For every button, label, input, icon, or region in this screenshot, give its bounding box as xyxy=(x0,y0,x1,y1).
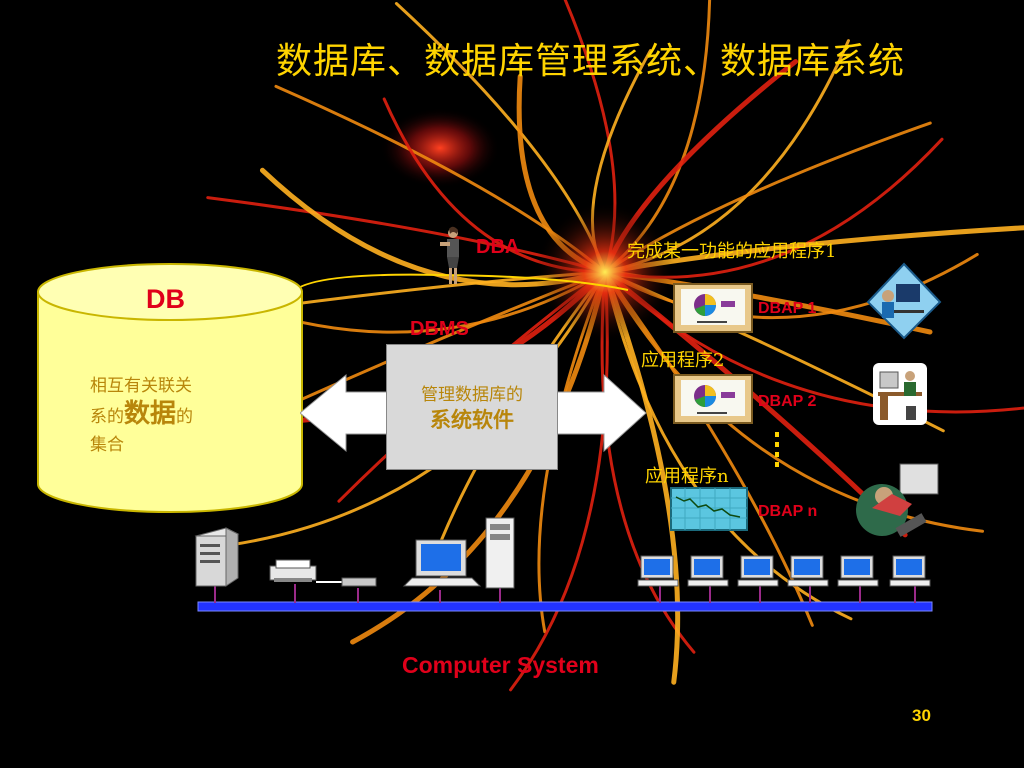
db-desc-line3: 集合 xyxy=(90,435,124,455)
line-chart-icon xyxy=(670,487,748,531)
tower-server-icon xyxy=(194,527,240,587)
dbms-box xyxy=(386,344,558,470)
db-desc-line2: 系的数据的 xyxy=(90,400,240,431)
client-pc-icon xyxy=(837,555,879,587)
desktop-pc-icon xyxy=(485,517,515,589)
dbms-text-line1: 管理数据库的 xyxy=(421,385,523,405)
monitor-pie-chart-icon xyxy=(673,283,753,333)
db-desc-suffix: 的 xyxy=(176,407,194,427)
database-cylinder-icon xyxy=(37,263,303,513)
app2-label: 应用程序2 xyxy=(641,350,725,371)
dbms-label: DBMS xyxy=(410,318,469,340)
network-bus xyxy=(197,601,933,612)
network-device-icon xyxy=(341,577,377,587)
dbap1-label: DBAP 1 xyxy=(758,300,817,317)
workstation-icon xyxy=(402,539,482,587)
typist-icon xyxy=(856,463,939,537)
page-number: 30 xyxy=(912,706,931,725)
ellipsis-dots xyxy=(775,432,779,467)
client-pc-icon xyxy=(889,555,931,587)
db-desc-emph: 数据 xyxy=(124,399,177,429)
network-diagram xyxy=(194,517,933,612)
client-pc-icon xyxy=(737,555,779,587)
monitor-pie-chart-icon-2 xyxy=(673,374,753,424)
db-description: 相互有关联关 系的数据的 集合 xyxy=(90,372,240,459)
help-desk-icon xyxy=(873,363,927,425)
printer-icon xyxy=(269,559,317,582)
client-pc-icon xyxy=(687,555,729,587)
client-pc-icon xyxy=(787,555,829,587)
dbap2-label: DBAP 2 xyxy=(758,393,817,410)
db-desc-line1: 相互有关联关 xyxy=(90,376,192,396)
client-pc-icon xyxy=(637,555,679,587)
woman-icon xyxy=(440,226,459,284)
dbapn-label: DBAP n xyxy=(758,503,818,520)
computer-user-icon xyxy=(866,262,942,340)
dbms-text-line2: 系统软件 xyxy=(430,407,514,432)
db-desc-prefix: 系的 xyxy=(90,407,124,427)
appn-label: 应用程序n xyxy=(645,466,729,487)
app1-label: 完成某一功能的应用程序1 xyxy=(627,241,837,262)
computer-system-label: Computer System xyxy=(402,652,599,678)
page-title: 数据库、数据库管理系统、数据库系统 xyxy=(276,41,906,82)
dba-label: DBA xyxy=(476,236,520,258)
db-label: DB xyxy=(146,284,185,314)
